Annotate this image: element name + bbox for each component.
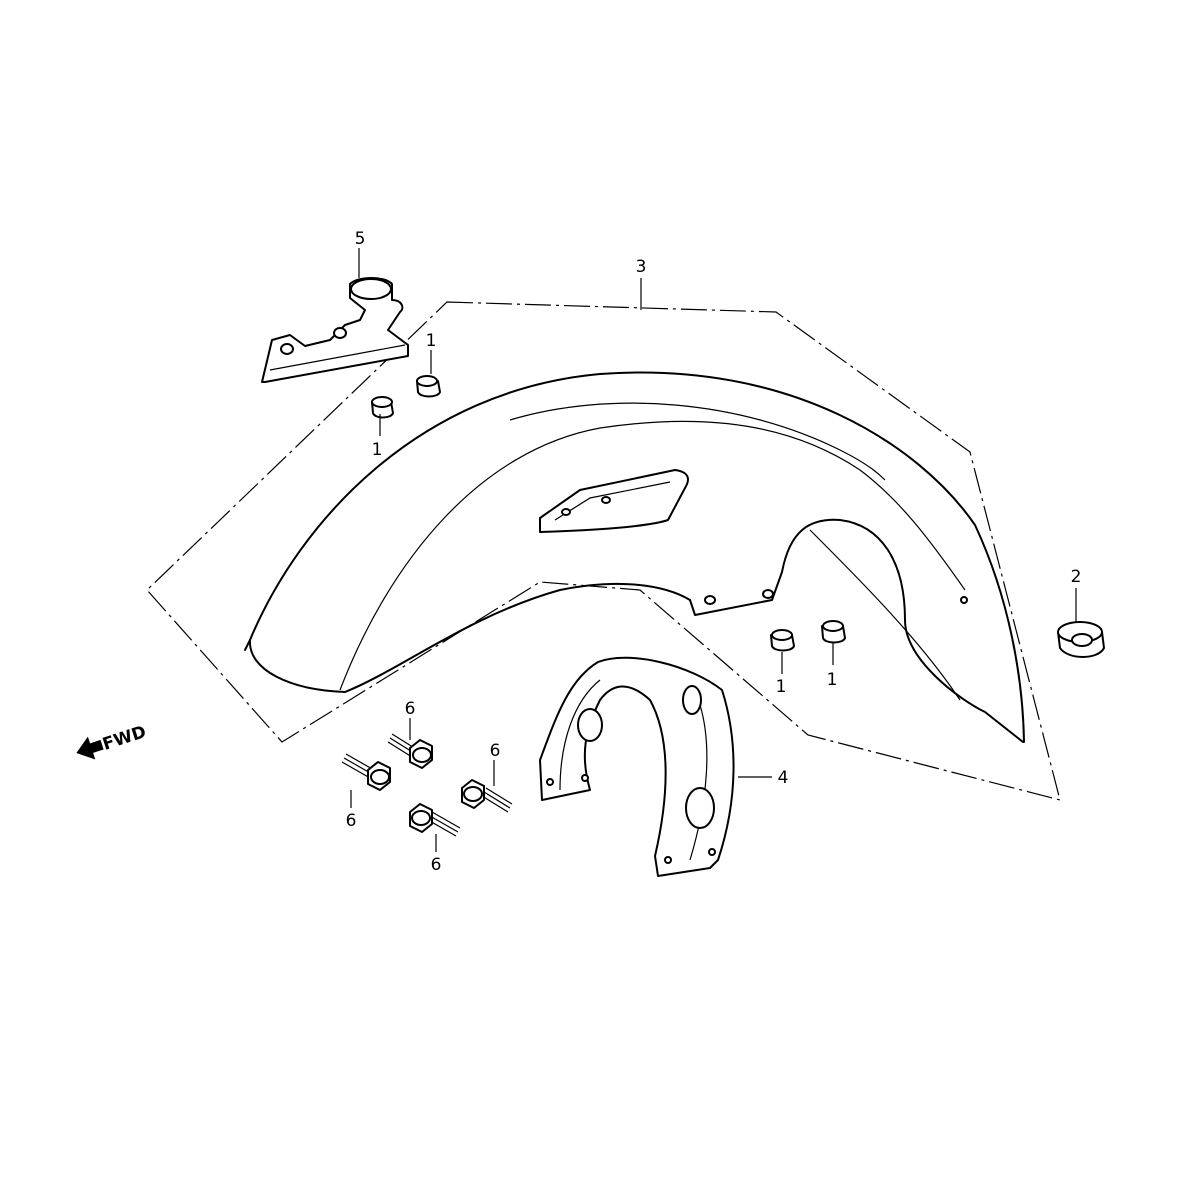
callout-6: 6 [431, 855, 442, 875]
collar-1b [371, 396, 394, 419]
collar-1d [821, 620, 846, 644]
bolt-6a [387, 733, 433, 769]
leader-lines [350, 248, 1077, 852]
arrow-left-icon [76, 736, 104, 760]
collar-1a [416, 375, 441, 398]
callout-1: 1 [426, 331, 437, 351]
callout-1: 1 [776, 677, 787, 697]
fender-stay [539, 656, 735, 877]
callout-3: 3 [636, 257, 647, 277]
callout-6: 6 [490, 741, 501, 761]
collar-1c [770, 629, 795, 652]
forward-indicator: FWD [76, 722, 149, 760]
bolt-parts [341, 733, 513, 837]
callout-4: 4 [778, 768, 789, 788]
front-fender [244, 371, 1025, 743]
bolt-6c [461, 779, 513, 813]
callout-6: 6 [405, 699, 416, 719]
grommet [1057, 621, 1105, 658]
fender-bracket [261, 277, 409, 383]
callout-2: 2 [1071, 567, 1082, 587]
bolt-6d [409, 803, 461, 837]
callout-1: 1 [372, 440, 383, 460]
fender-assembly-outline [146, 301, 1061, 801]
bolt-6b [341, 753, 391, 791]
callout-1: 1 [827, 670, 838, 690]
fwd-label: FWD [100, 722, 148, 755]
callout-6: 6 [346, 811, 357, 831]
collar-parts [371, 375, 846, 652]
callout-5: 5 [355, 229, 366, 249]
